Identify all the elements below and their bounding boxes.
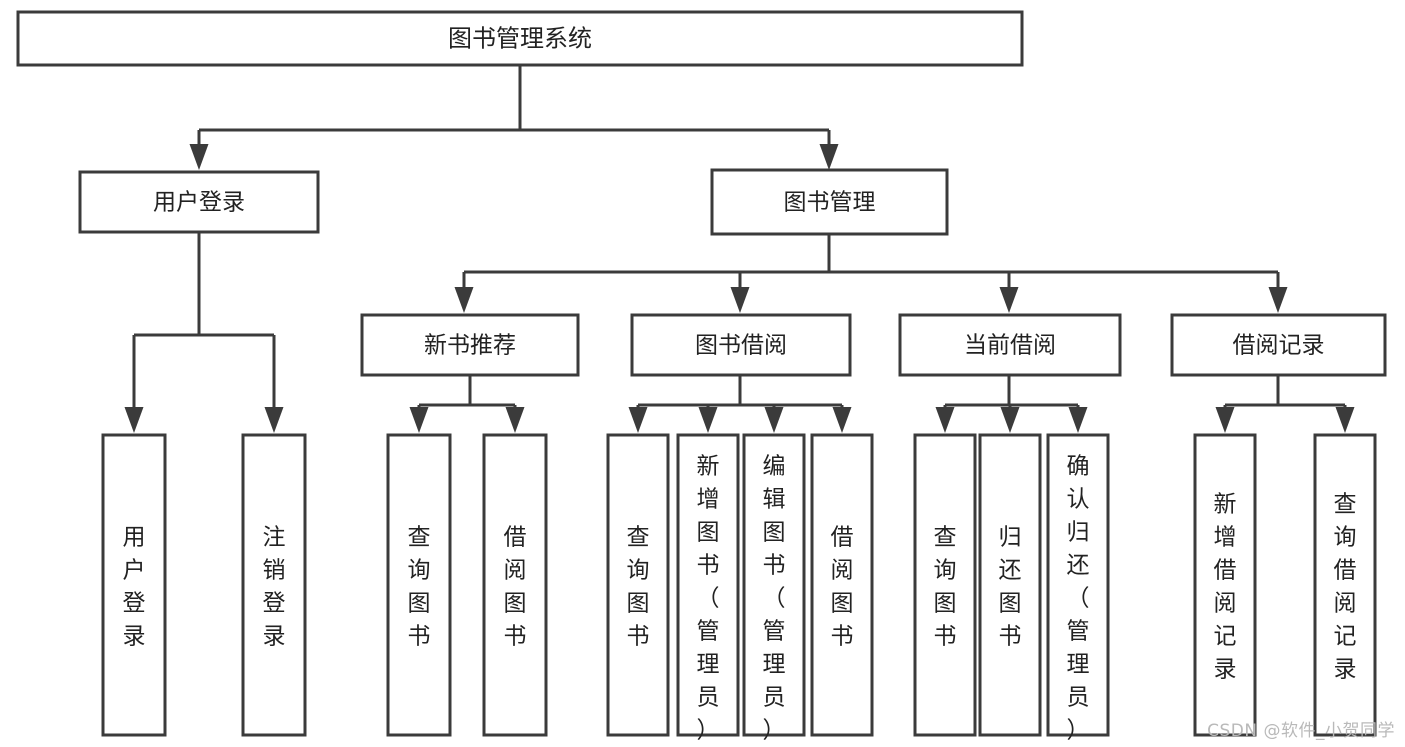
node-current-borrow-rect bbox=[898, 313, 1122, 377]
node-new-book-rec-rect bbox=[360, 313, 580, 377]
node-leaf-query-book-rec-label: 查询图书 bbox=[408, 525, 431, 650]
node-leaf-user-login[interactable]: 用户登录 bbox=[101, 433, 167, 737]
node-leaf-query-book-cur-rect bbox=[913, 433, 977, 737]
node-leaf-add-record[interactable]: 新增借阅记录 bbox=[1193, 433, 1257, 737]
node-leaf-add-book-label: 新增图书（管理员） bbox=[697, 454, 720, 744]
connector-userlogin-to-leaves bbox=[124, 232, 284, 433]
node-leaf-add-book[interactable]: 新增图书（管理员） bbox=[676, 433, 740, 744]
node-leaf-edit-book-rect bbox=[742, 433, 806, 737]
node-leaf-user-logout-label: 注销登录 bbox=[263, 525, 286, 650]
node-leaf-borrow-book-rec-rect bbox=[482, 433, 548, 737]
node-leaf-user-logout[interactable]: 注销登录 bbox=[241, 433, 307, 737]
node-leaf-add-book-rect bbox=[676, 433, 740, 737]
node-leaf-query-record[interactable]: 查询借阅记录 bbox=[1313, 433, 1377, 737]
node-leaf-query-record-label: 查询借阅记录 bbox=[1334, 492, 1357, 683]
connector-currentborrow-to-leaves bbox=[935, 375, 1088, 433]
node-leaf-confirm-return-rect bbox=[1046, 433, 1110, 737]
node-leaf-add-record-label: 新增借阅记录 bbox=[1214, 492, 1237, 683]
node-leaf-user-login-label: 用户登录 bbox=[123, 525, 146, 650]
node-leaf-borrow-book-rect bbox=[810, 433, 874, 737]
node-book-manage-rect bbox=[710, 168, 949, 236]
node-leaf-borrow-book-rec-label: 借阅图书 bbox=[504, 525, 527, 650]
node-book-borrow-rect bbox=[630, 313, 852, 377]
node-book-borrow-label: 图书借阅 bbox=[695, 333, 787, 359]
node-root[interactable]: 图书管理系统 bbox=[16, 10, 1024, 67]
node-leaf-query-book-rec-rect bbox=[386, 433, 452, 737]
node-borrow-record-rect bbox=[1170, 313, 1387, 377]
node-leaf-borrow-book-label: 借阅图书 bbox=[831, 525, 854, 650]
node-leaf-query-record-rect bbox=[1313, 433, 1377, 737]
node-book-borrow[interactable]: 图书借阅 bbox=[630, 313, 852, 377]
node-leaf-query-book-cur-label: 查询图书 bbox=[934, 525, 957, 650]
node-leaf-query-book-label: 查询图书 bbox=[627, 525, 650, 650]
connector-root-to-level1 bbox=[189, 65, 839, 170]
node-book-manage[interactable]: 图书管理 bbox=[710, 168, 949, 236]
node-current-borrow[interactable]: 当前借阅 bbox=[898, 313, 1122, 377]
node-leaf-return-book[interactable]: 归还图书 bbox=[978, 433, 1042, 737]
node-user-login-rect bbox=[78, 170, 320, 234]
node-leaf-user-logout-rect bbox=[241, 433, 307, 737]
node-current-borrow-label: 当前借阅 bbox=[964, 333, 1056, 359]
node-leaf-return-book-label: 归还图书 bbox=[999, 525, 1022, 650]
connector-borrowrecord-to-leaves bbox=[1215, 375, 1355, 433]
node-leaf-confirm-return-label: 确认归还（管理员） bbox=[1067, 454, 1090, 744]
node-borrow-record-label: 借阅记录 bbox=[1233, 333, 1325, 359]
connector-bookborrow-to-leaves bbox=[628, 375, 852, 433]
node-borrow-record[interactable]: 借阅记录 bbox=[1170, 313, 1387, 377]
node-leaf-confirm-return[interactable]: 确认归还（管理员） bbox=[1046, 433, 1110, 744]
node-user-login[interactable]: 用户登录 bbox=[78, 170, 320, 234]
connector-newbookrec-to-leaves bbox=[409, 375, 525, 433]
node-user-login-label: 用户登录 bbox=[153, 190, 245, 216]
node-leaf-return-book-rect bbox=[978, 433, 1042, 737]
node-leaf-edit-book[interactable]: 编辑图书（管理员） bbox=[742, 433, 806, 744]
node-book-manage-label: 图书管理 bbox=[784, 190, 876, 216]
node-leaf-borrow-book[interactable]: 借阅图书 bbox=[810, 433, 874, 737]
node-leaf-edit-book-label: 编辑图书（管理员） bbox=[763, 454, 786, 744]
node-leaf-query-book[interactable]: 查询图书 bbox=[606, 433, 670, 737]
node-root-label: 图书管理系统 bbox=[448, 25, 592, 53]
node-leaf-query-book-cur[interactable]: 查询图书 bbox=[913, 433, 977, 737]
node-root-rect bbox=[16, 10, 1024, 67]
node-new-book-rec[interactable]: 新书推荐 bbox=[360, 313, 580, 377]
node-leaf-add-record-rect bbox=[1193, 433, 1257, 737]
connector-bookmanage-to-level2 bbox=[454, 234, 1288, 313]
node-new-book-rec-label: 新书推荐 bbox=[424, 333, 516, 359]
node-leaf-query-book-rect bbox=[606, 433, 670, 737]
node-leaf-borrow-book-rec[interactable]: 借阅图书 bbox=[482, 433, 548, 737]
node-leaf-query-book-rec[interactable]: 查询图书 bbox=[386, 433, 452, 737]
node-leaf-user-login-rect bbox=[101, 433, 167, 737]
